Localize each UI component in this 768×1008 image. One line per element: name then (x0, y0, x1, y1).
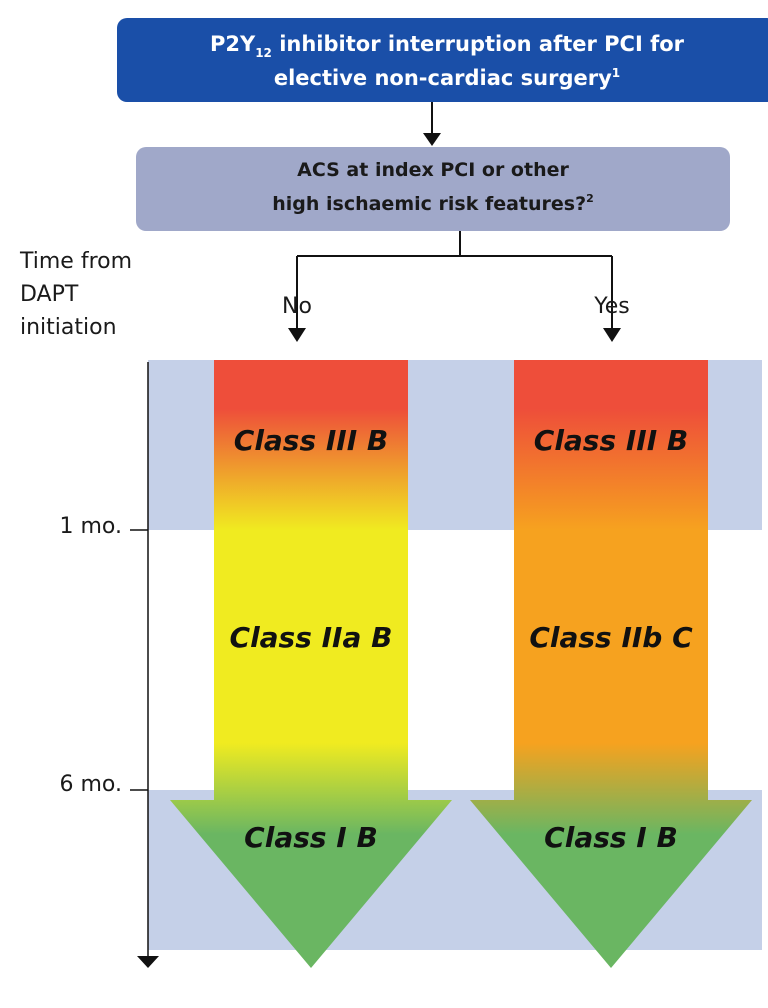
header-box: P2Y12 inhibitor interruption after PCI f… (117, 18, 768, 102)
tick-label-6mo: 6 mo. (59, 772, 123, 797)
question-line-2: high ischaemic risk features?2 (272, 192, 594, 215)
axis-title: Time from DAPT initiation (20, 245, 132, 344)
axis-title-line-3: initiation (20, 315, 117, 340)
branch-no-label: No (282, 294, 312, 319)
header-line-2: elective non-cardiac surgery1 (273, 66, 621, 90)
arrow-no (170, 360, 452, 968)
no-class-mid: Class IIa B (229, 621, 393, 654)
branch-yes-label: Yes (594, 294, 630, 319)
tick-label-1mo: 1 mo. (59, 514, 123, 539)
axis-title-line-1: Time from (20, 249, 133, 274)
yes-class-late: Class I B (544, 821, 678, 854)
yes-class-early: Class III B (533, 424, 689, 457)
connector-top-arrowhead (423, 133, 441, 146)
question-box: ACS at index PCI or other high ischaemic… (136, 147, 730, 231)
no-class-early: Class III B (233, 424, 389, 457)
connector-yes-arrowhead (603, 328, 621, 342)
connector-no-arrowhead (288, 328, 306, 342)
header-line-1: P2Y12 inhibitor interruption after PCI f… (209, 32, 685, 60)
axis-title-line-2: DAPT (20, 282, 79, 307)
question-line-1: ACS at index PCI or other (297, 159, 569, 181)
time-axis-arrowhead (137, 956, 159, 968)
yes-class-mid: Class IIb C (529, 621, 693, 654)
no-class-late: Class I B (244, 821, 378, 854)
arrow-yes (470, 360, 752, 968)
